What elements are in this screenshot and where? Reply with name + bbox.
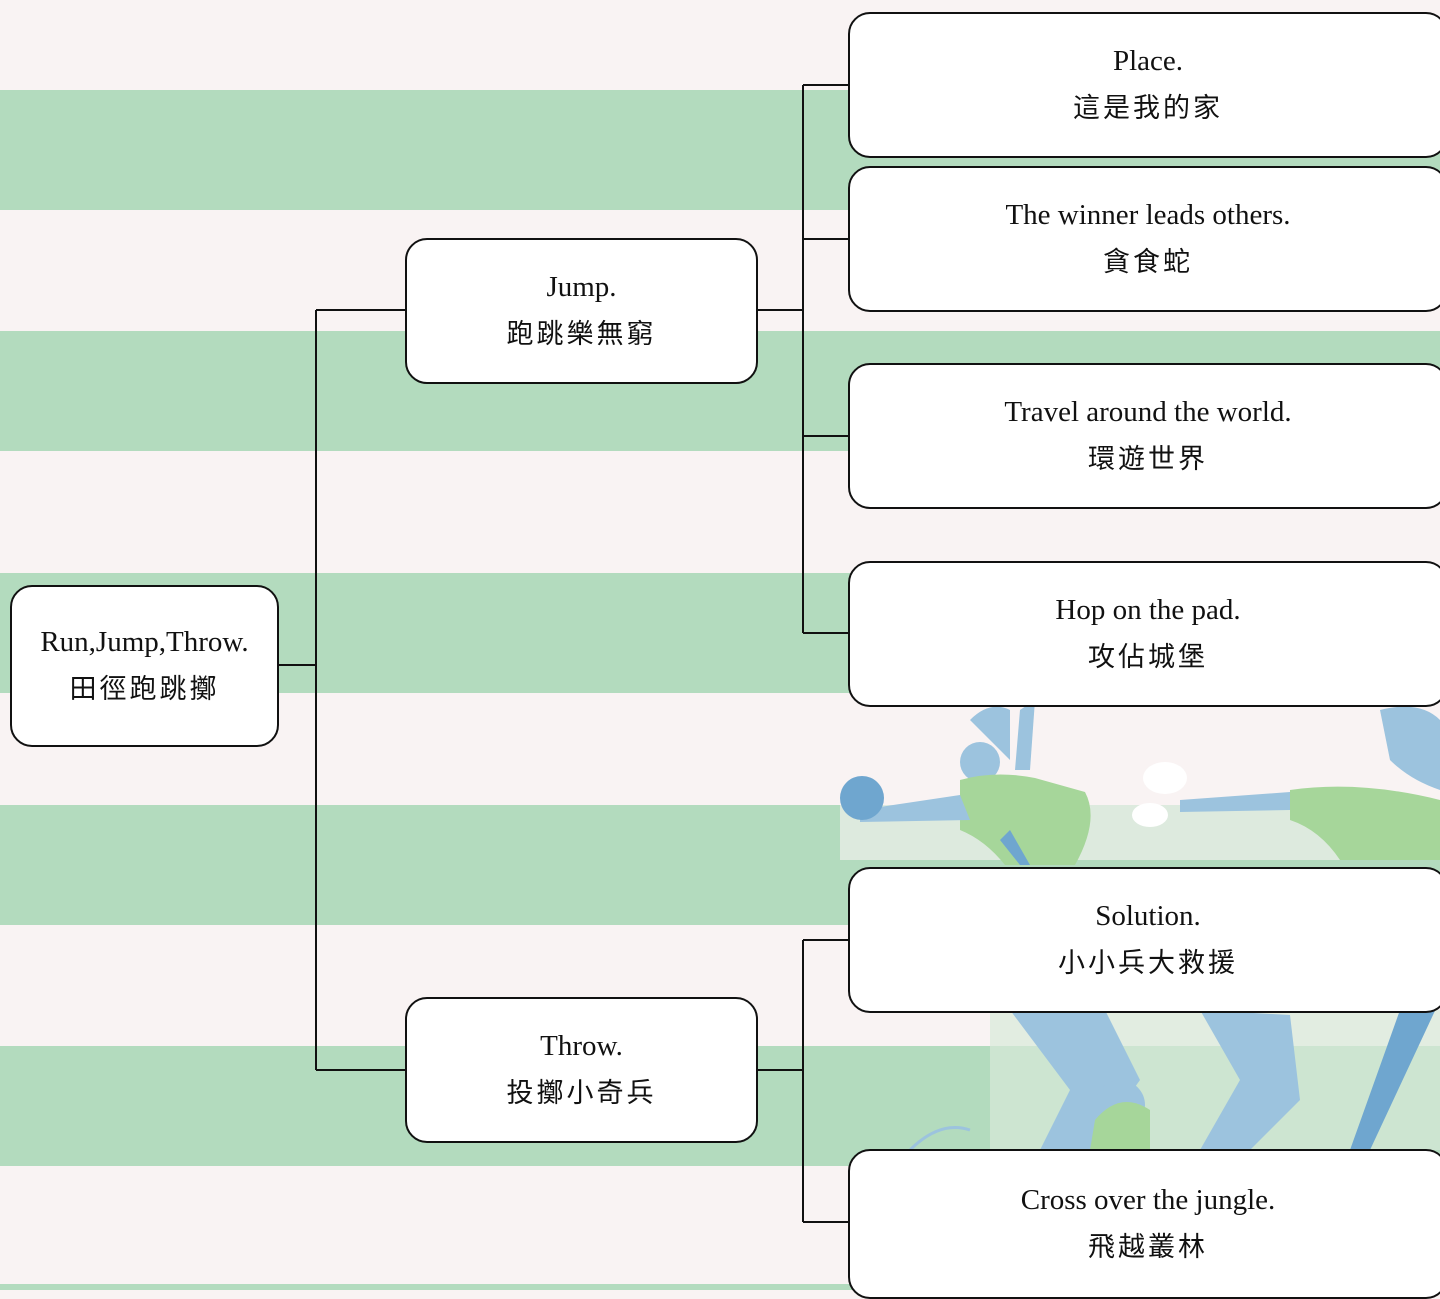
root-node-english: Run,Jump,Throw. xyxy=(40,626,249,658)
athletes-photo xyxy=(840,700,1440,1150)
branch-node-throw: Throw. 投擲小奇兵 xyxy=(405,997,758,1143)
leaf-node-english: Solution. xyxy=(1095,900,1201,932)
root-node: Run,Jump,Throw. 田徑跑跳擲 xyxy=(10,585,279,747)
background-stripe xyxy=(0,1284,1440,1290)
leaf-node-solution: Solution. 小小兵大救援 xyxy=(848,867,1440,1013)
root-node-chinese: 田徑跑跳擲 xyxy=(69,674,220,705)
leaf-node-chinese: 環遊世界 xyxy=(1088,444,1208,475)
leaf-node-travel: Travel around the world. 環遊世界 xyxy=(848,363,1440,509)
leaf-node-winner: The winner leads others. 貪食蛇 xyxy=(848,166,1440,312)
leaf-node-chinese: 飛越叢林 xyxy=(1088,1232,1208,1263)
branch-node-chinese: 跑跳樂無窮 xyxy=(506,319,657,350)
leaf-node-english: Place. xyxy=(1112,45,1184,77)
branch-node-english: Jump. xyxy=(546,271,617,303)
branch-node-jump: Jump. 跑跳樂無窮 xyxy=(405,238,758,384)
leaf-node-jungle: Cross over the jungle. 飛越叢林 xyxy=(848,1149,1440,1299)
leaf-node-place: Place. 這是我的家 xyxy=(848,12,1440,158)
leaf-node-chinese: 貪食蛇 xyxy=(1103,247,1193,278)
leaf-node-chinese: 攻佔城堡 xyxy=(1088,642,1208,673)
leaf-node-chinese: 這是我的家 xyxy=(1073,93,1223,124)
leaf-node-english: The winner leads others. xyxy=(1005,199,1291,231)
leaf-node-english: Cross over the jungle. xyxy=(1020,1184,1276,1216)
leaf-node-english: Travel around the world. xyxy=(1004,396,1292,428)
branch-node-english: Throw. xyxy=(540,1030,623,1062)
leaf-node-chinese: 小小兵大救援 xyxy=(1058,948,1238,979)
branch-node-chinese: 投擲小奇兵 xyxy=(506,1078,657,1109)
leaf-node-english: Hop on the pad. xyxy=(1055,594,1241,626)
leaf-node-hop: Hop on the pad. 攻佔城堡 xyxy=(848,561,1440,707)
